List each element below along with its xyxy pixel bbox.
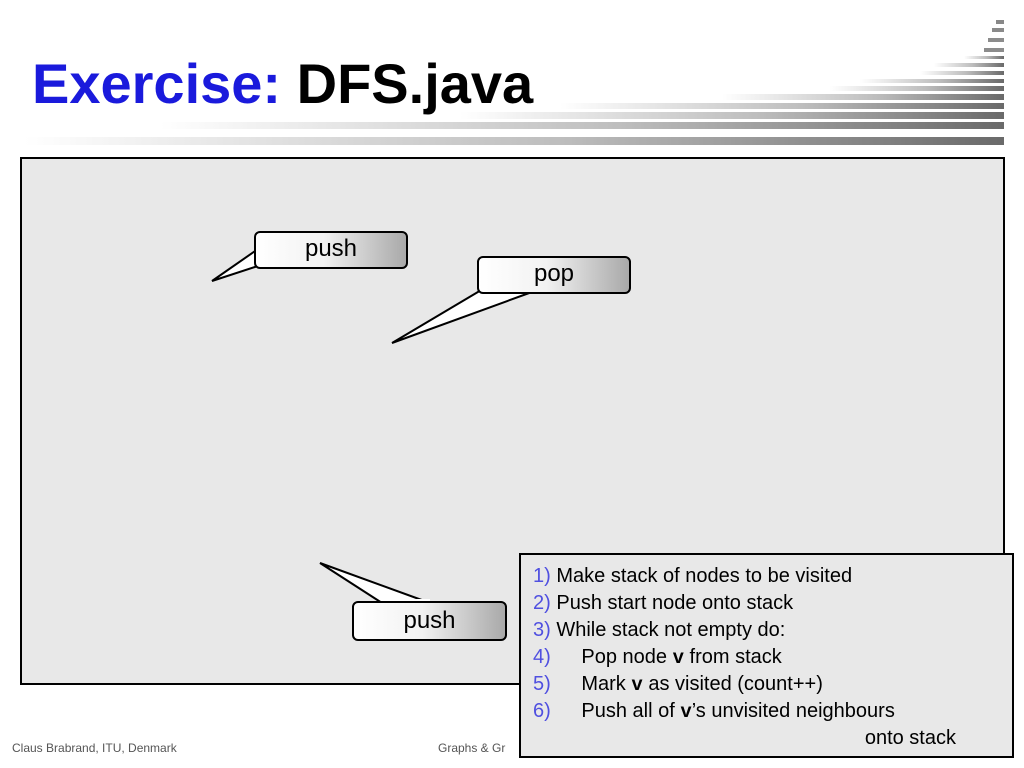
step-1: 1) Make stack of nodes to be visited xyxy=(533,563,1012,590)
step-number: 2) xyxy=(533,592,551,614)
footer-course: Graphs & Gr xyxy=(438,741,506,755)
slide-title: Exercise: DFS.java xyxy=(32,52,533,116)
step-text: Mark xyxy=(581,673,632,695)
step-text: While stack not empty do: xyxy=(556,619,786,641)
push-callout-top: push xyxy=(254,231,408,269)
dfs-algorithm-steps: 1) Make stack of nodes to be visited 2) … xyxy=(519,553,1014,758)
variable-v: v xyxy=(631,674,643,696)
step-number: 5) xyxy=(533,673,551,695)
step-text-after: as visited (count++) xyxy=(642,673,823,695)
step-number: 4) xyxy=(533,646,551,668)
step-text: Pop node xyxy=(581,646,673,668)
step-6: 6) Push all of v’s unvisited neighbours xyxy=(533,698,1012,725)
title-exercise-label: Exercise: xyxy=(32,52,282,115)
variable-v: v xyxy=(672,647,684,669)
footer-author: Claus Brabrand, ITU, Denmark xyxy=(12,741,177,755)
title-filename: DFS.java xyxy=(296,52,534,115)
step-number: 6) xyxy=(533,700,551,722)
step-3: 3) While stack not empty do: xyxy=(533,617,1012,644)
step-number: 3) xyxy=(533,619,551,641)
step-4: 4) Pop node v from stack xyxy=(533,644,1012,671)
step-number: 1) xyxy=(533,565,551,587)
step-text: Push all of xyxy=(581,700,681,722)
step-text-after: ’s unvisited neighbours xyxy=(691,700,895,722)
step-5: 5) Mark v as visited (count++) xyxy=(533,671,1012,698)
step-text: Push start node onto stack xyxy=(556,592,794,614)
step-text-after: from stack xyxy=(683,646,782,668)
variable-v: v xyxy=(680,701,692,723)
pop-callout: pop xyxy=(477,256,631,294)
push-callout-bottom: push xyxy=(352,601,507,641)
step-2: 2) Push start node onto stack xyxy=(533,590,1012,617)
step-6-continuation: onto stack xyxy=(864,727,956,749)
step-text: Make stack of nodes to be visited xyxy=(556,565,853,587)
